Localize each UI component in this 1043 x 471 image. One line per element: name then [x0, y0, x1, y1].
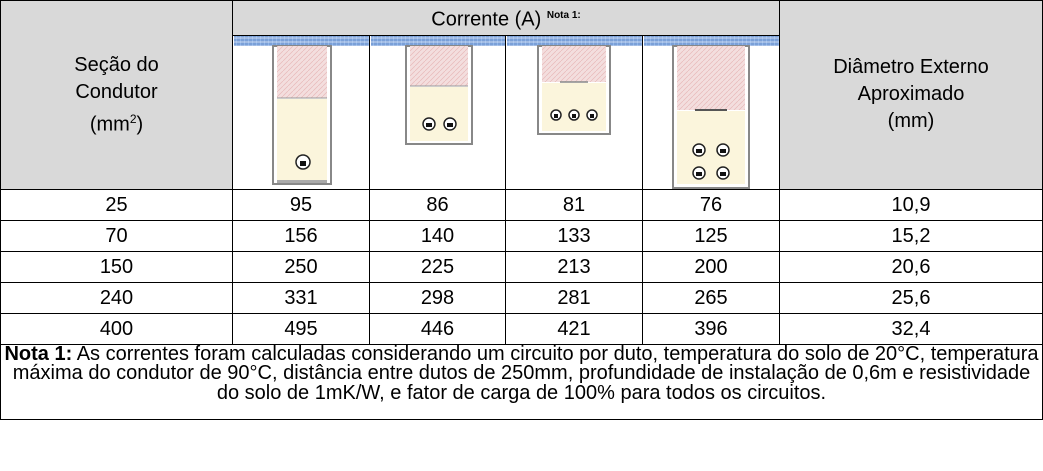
duct-four-cables-icon [644, 35, 779, 189]
section-cell: 150 [0, 250, 233, 283]
current-cell: 495 [232, 312, 370, 345]
note-text: As correntes foram calculadas consideran… [12, 342, 1039, 404]
icon-cell-4 [642, 34, 780, 190]
conductor-header-superscript: 2 [129, 111, 137, 126]
current-cell: 421 [505, 312, 643, 345]
current-header: Corrente (A) Nota 1: [232, 0, 780, 36]
diameter-cell: 32,4 [779, 312, 1043, 345]
current-header-note-ref: Nota 1: [546, 10, 581, 21]
section-cell: 25 [0, 188, 233, 221]
section-cell: 70 [0, 219, 233, 252]
current-cell: 200 [642, 250, 780, 283]
section-cell: 240 [0, 281, 233, 314]
note-row: Nota 1: As correntes foram calculadas co… [0, 342, 1043, 420]
icon-cell-1 [232, 34, 370, 190]
diameter-cell: 10,9 [779, 188, 1043, 221]
table-row: 240 331 298 281 265 25,6 [0, 281, 1043, 314]
note-cell: Nota 1: As correntes foram calculadas co… [0, 342, 1043, 420]
current-cell: 265 [642, 281, 780, 314]
conductor-current-table: Seção do Condutor (mm2) Corrente (A) Not… [0, 0, 1043, 420]
current-cell: 331 [232, 281, 370, 314]
note-label: Nota 1: [4, 342, 73, 365]
section-cell: 400 [0, 312, 233, 345]
current-cell: 446 [369, 312, 506, 345]
current-cell: 86 [369, 188, 506, 221]
current-cell: 125 [642, 219, 780, 252]
current-header-title: Corrente (A) [431, 8, 542, 31]
icon-cell-2 [369, 34, 506, 190]
current-cell: 250 [232, 250, 370, 283]
table-row: 25 95 86 81 76 10,9 [0, 188, 1043, 221]
diameter-cell: 15,2 [779, 219, 1043, 252]
diameter-cell: 25,6 [779, 281, 1043, 314]
header-row-icons [1, 34, 1043, 190]
current-cell: 281 [505, 281, 643, 314]
duct-two-cables-icon [371, 35, 505, 145]
current-cell: 81 [505, 188, 643, 221]
current-cell: 156 [232, 219, 370, 252]
diameter-header-line-3: (mm) [887, 110, 935, 133]
table-row: 70 156 140 133 125 15,2 [0, 219, 1043, 252]
diameter-cell: 20,6 [779, 250, 1043, 283]
current-cell: 76 [642, 188, 780, 221]
conductor-header-line-2: Condutor [75, 80, 158, 103]
conductor-header-line-3-end: ) [136, 113, 144, 136]
diameter-header: Diâmetro Externo Aproximado (mm) [779, 0, 1043, 190]
current-cell: 396 [642, 312, 780, 345]
current-cell: 213 [505, 250, 643, 283]
icon-cell-3 [505, 34, 643, 190]
current-cell: 95 [232, 188, 370, 221]
conductor-section-header: Seção do Condutor (mm2) [0, 0, 233, 190]
diameter-header-line-1: Diâmetro Externo [833, 56, 989, 79]
duct-three-cables-icon [507, 35, 642, 135]
conductor-header-line-3: (mm [89, 113, 130, 136]
duct-one-cable-icon [234, 35, 369, 185]
diameter-header-line-2: Aproximado [857, 83, 965, 106]
current-cell: 225 [369, 250, 506, 283]
current-cell: 298 [369, 281, 506, 314]
conductor-header-line-1: Seção do [74, 53, 159, 76]
table-row: 150 250 225 213 200 20,6 [0, 250, 1043, 283]
current-cell: 133 [505, 219, 643, 252]
current-cell: 140 [369, 219, 506, 252]
table-row: 400 495 446 421 396 32,4 [0, 312, 1043, 345]
header-row-top: Seção do Condutor (mm2) Corrente (A) Not… [0, 0, 1043, 190]
